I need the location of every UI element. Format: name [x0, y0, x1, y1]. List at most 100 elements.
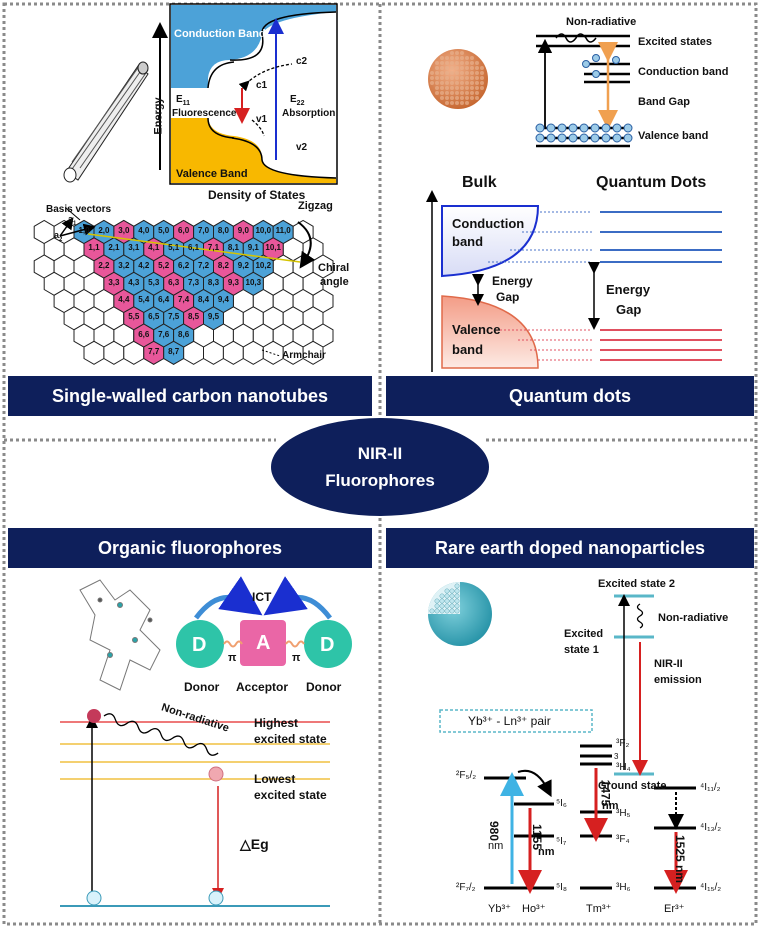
highest-label-2: excited state	[254, 732, 327, 746]
tm-f4: ³F₄	[616, 834, 630, 845]
qd-atom	[470, 76, 474, 80]
qd-atom	[430, 76, 434, 80]
qd-atom	[470, 66, 474, 70]
armchair-label: Armchair	[282, 350, 326, 361]
pi-right: π	[292, 652, 301, 664]
re-excited-state-1b: state 1	[564, 644, 599, 656]
re-atom	[439, 598, 445, 604]
qd-atom	[455, 96, 459, 100]
re-atom	[444, 588, 450, 594]
cnt-conduction-band-label: Conduction Band	[174, 28, 266, 40]
re-atom	[434, 598, 440, 604]
re-atom	[434, 603, 440, 609]
highest-label-1: Highest	[254, 716, 299, 730]
qd-atom	[455, 61, 459, 65]
yb-ion-label: Yb³⁺	[488, 903, 511, 915]
qd-atom	[440, 76, 444, 80]
er-i112: ⁴I₁₁/₂	[700, 782, 721, 793]
hex-cell	[203, 306, 224, 331]
hex-cell-label: 2,0	[98, 226, 110, 235]
ho-i6: ⁵I₆	[556, 798, 567, 809]
delta-eg-label: △Eg	[240, 836, 269, 852]
acceptor-letter: A	[256, 632, 271, 654]
qd-atom	[450, 101, 454, 105]
hex-cell-label: 9,5	[207, 312, 220, 322]
qd-atom	[435, 66, 439, 70]
qd-atom	[435, 61, 439, 65]
hex-cell-label: 4,2	[138, 260, 150, 270]
nm1155-unit: nm	[538, 846, 555, 858]
qd-atom	[450, 91, 454, 95]
qd-electron	[568, 133, 578, 143]
re-atom	[449, 608, 455, 614]
qd-electron	[612, 123, 622, 133]
chiral-vector	[87, 233, 301, 263]
re-atom	[454, 583, 460, 589]
hex-cell-label: 7,1	[207, 243, 220, 253]
hex-cell-label: 3,0	[118, 226, 130, 235]
qd-atom	[460, 66, 464, 70]
center-title-line2: Fluorophores	[325, 471, 435, 490]
qd-valence-band-label: Valence band	[638, 130, 709, 142]
center-title-ellipse: NIR-II Fluorophores	[271, 418, 489, 516]
tm-h4: ³H₄	[616, 762, 631, 773]
v2-label: v2	[296, 142, 308, 153]
hex-cell-label: 4,1	[148, 243, 160, 253]
hex-cell-label: 7,2	[197, 260, 210, 270]
hex-cell-label: 6,2	[178, 260, 190, 270]
pair-label: Yb³⁺ - Ln³⁺ pair	[468, 714, 551, 728]
bulk-valence-band	[441, 295, 539, 369]
conduction-band-fill	[171, 5, 336, 88]
re-atom	[454, 598, 460, 604]
bulk-cb-label-2: band	[452, 234, 484, 249]
hex-cell-label: 4,4	[118, 295, 130, 304]
tm-f2: ³F₂	[616, 738, 630, 749]
d-a-d-structure	[176, 576, 352, 668]
hex-cell-label: 5,3	[148, 277, 160, 287]
qd-atom	[435, 76, 439, 80]
qd-band-gap-label: Band Gap	[638, 96, 690, 108]
qd-atom	[475, 96, 479, 100]
er-ion-label: Er³⁺	[664, 903, 685, 915]
qd-atom	[455, 81, 459, 85]
re-atom	[429, 608, 435, 614]
cnt-dos-label: Density of States	[208, 188, 306, 202]
donor-right-letter: D	[320, 634, 335, 656]
qd-atom	[455, 86, 459, 90]
qd-atom	[460, 91, 464, 95]
qd-atom	[460, 71, 464, 75]
qd-atom	[460, 101, 464, 105]
banner-rare-earth: Rare earth doped nanoparticles	[386, 528, 754, 568]
qd-atom	[460, 96, 464, 100]
hex-cell-label: 6,4	[158, 295, 170, 304]
hex-cell-label: 6,1	[187, 243, 200, 253]
qd-atom	[470, 81, 474, 85]
qd-atom	[470, 56, 474, 60]
re-non-radiative-label: Non-radiative	[658, 612, 729, 624]
qd-atom	[435, 91, 439, 95]
banner-quantum-dots: Quantum dots	[386, 376, 754, 416]
hex-cell-label: 9,1	[247, 243, 259, 253]
qd-electron	[546, 123, 556, 133]
organic-energy-levels	[60, 709, 330, 907]
lowest-label-2: excited state	[254, 788, 327, 802]
hex-cell-label: 7,6	[158, 329, 170, 339]
qd-atom	[475, 71, 479, 75]
chiral-label: Chiral	[318, 262, 350, 274]
re-atom	[439, 608, 445, 614]
pi-left: π	[228, 652, 237, 664]
ho-ion-label: Ho³⁺	[522, 903, 546, 915]
qd-atom	[455, 56, 459, 60]
tm-3: 3	[614, 752, 619, 761]
nir-emission-2: emission	[654, 674, 702, 686]
hex-cell-label: 6,5	[148, 312, 160, 322]
hex-cell-label: 1,0	[78, 226, 90, 235]
hex-cell-label: 7,4	[178, 295, 190, 304]
qd-excited-electron	[612, 56, 620, 64]
donor-left-letter: D	[192, 634, 207, 656]
re-atom	[449, 593, 455, 599]
qd-atom	[480, 66, 484, 70]
qd-atom	[460, 61, 464, 65]
hex-cell-label: 9,3	[227, 277, 239, 287]
hex-cell-label: 7,7	[148, 346, 160, 356]
